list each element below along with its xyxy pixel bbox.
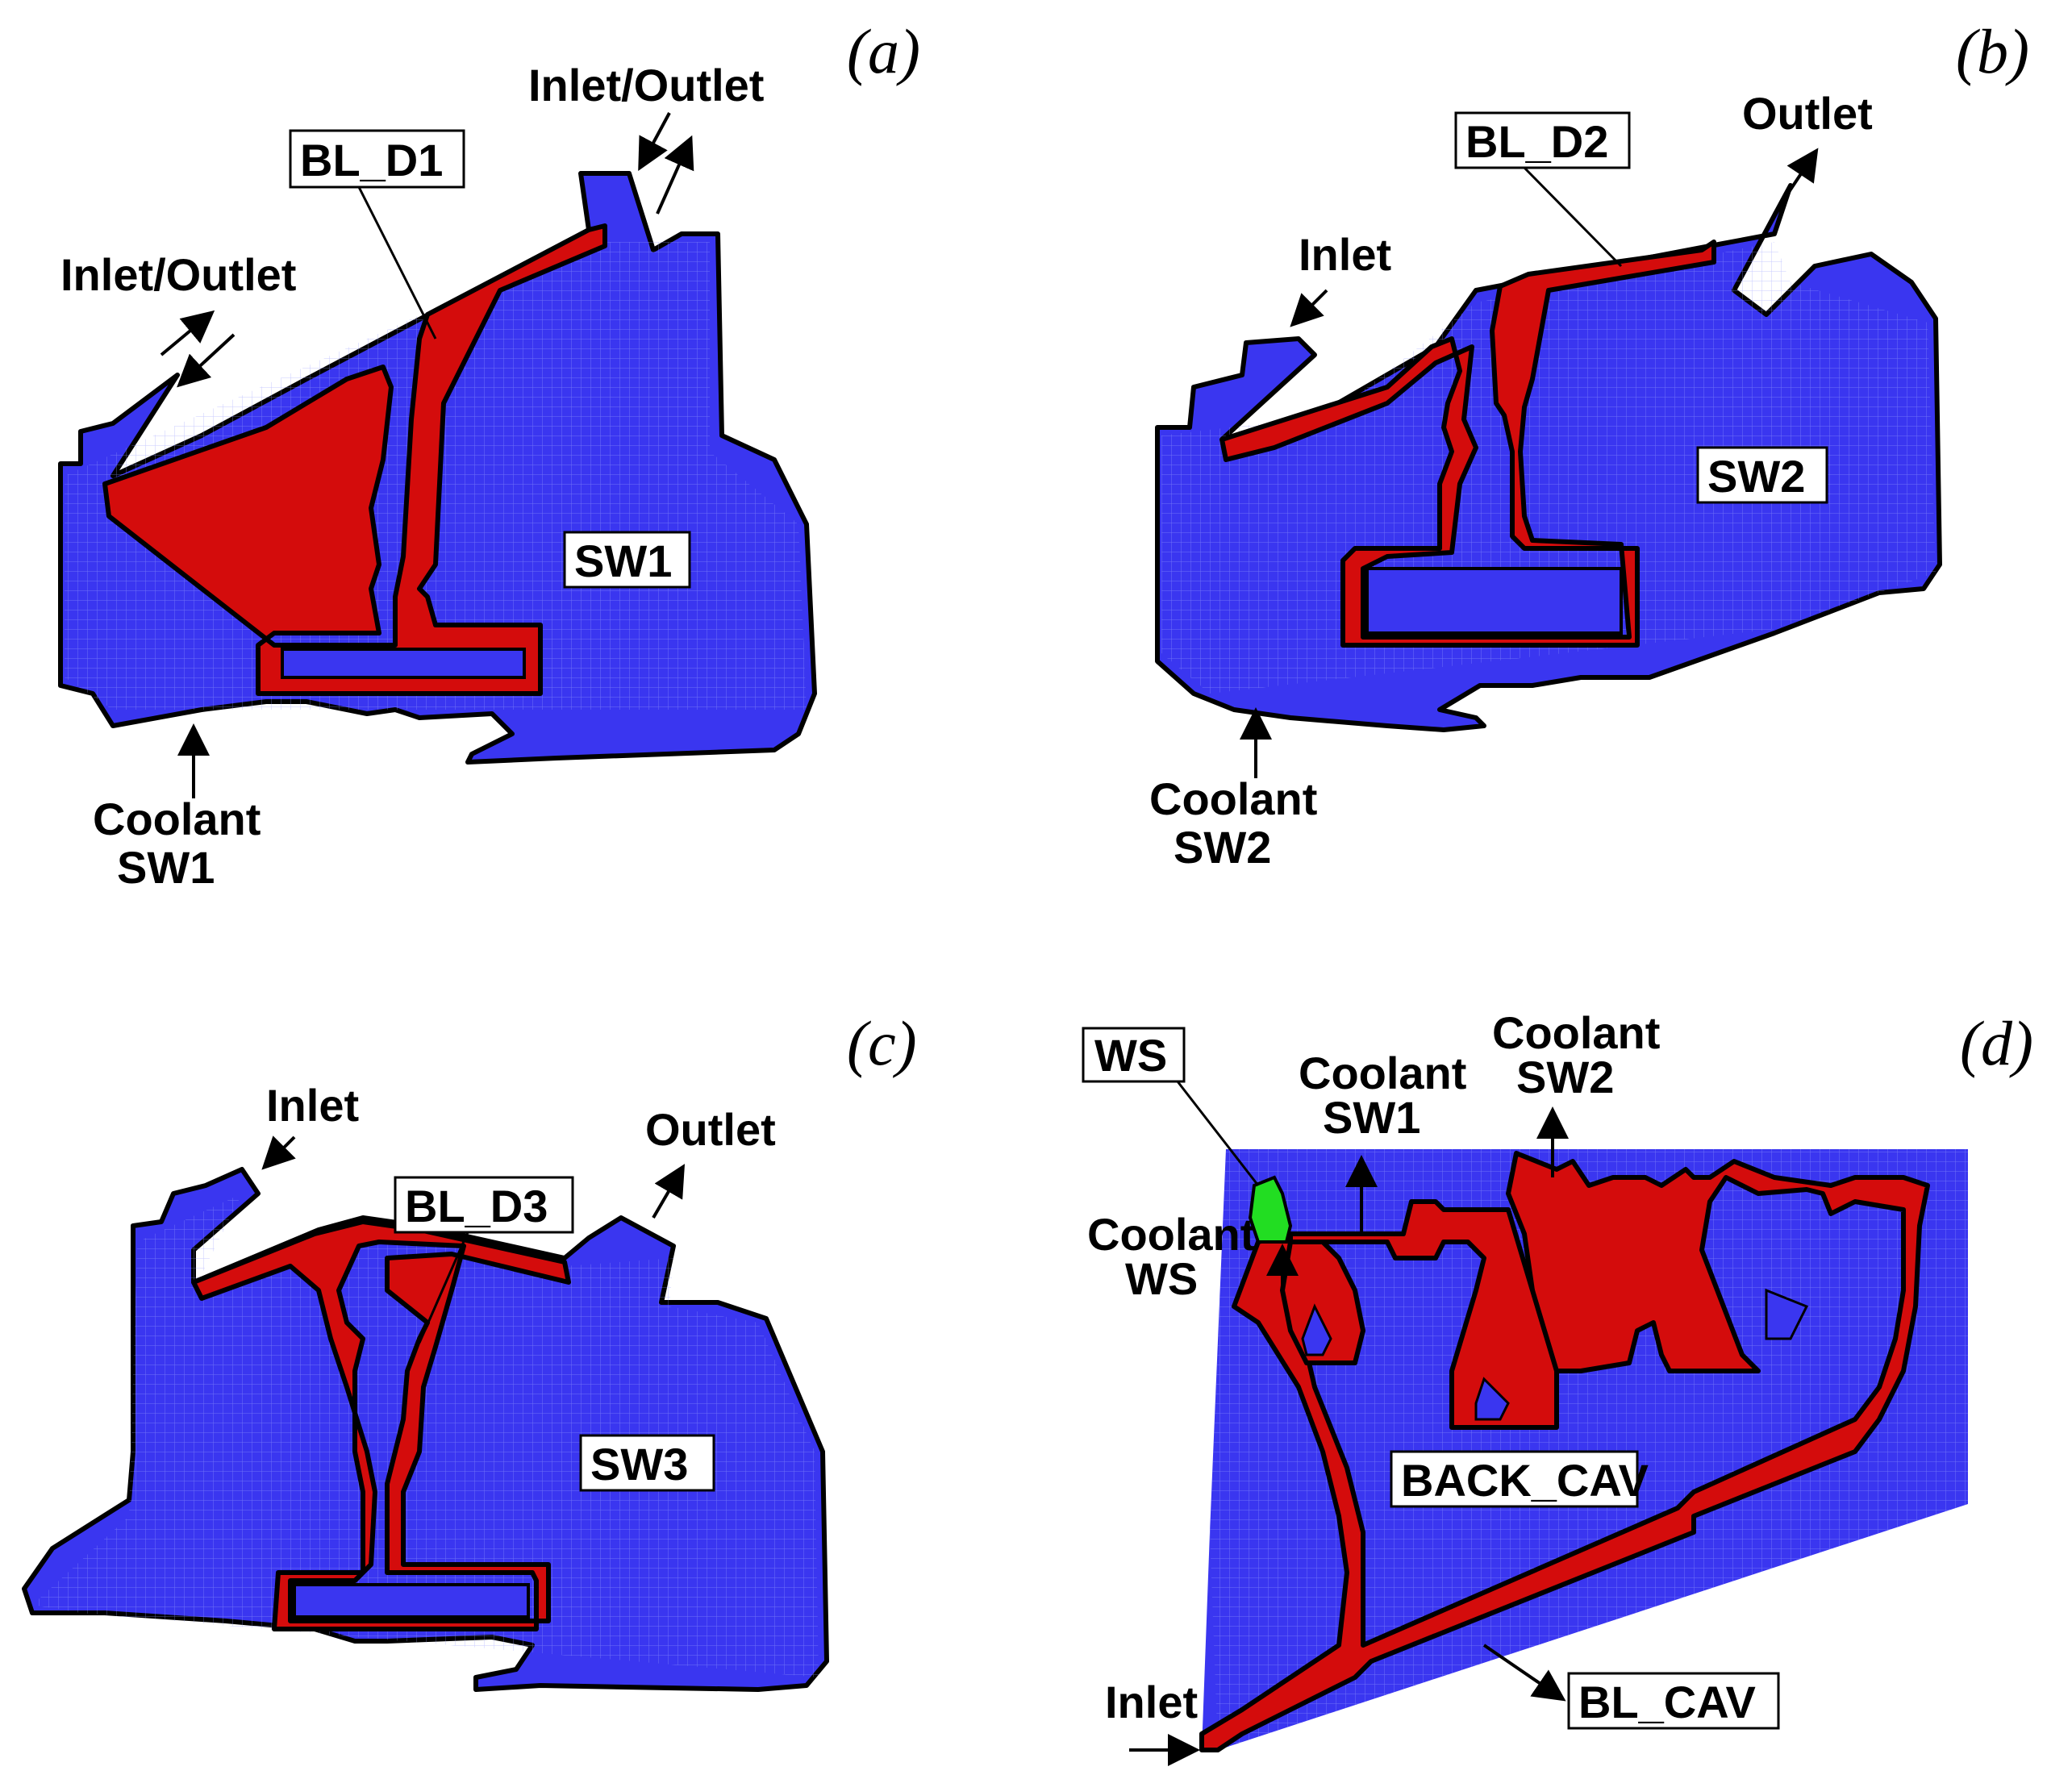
panel-a-tag: (a) [847,16,920,86]
panel-b-tag: (b) [1956,16,2029,86]
panel-c-seal-bl-d3 [191,1219,571,1631]
panel-c-seal-label: BL_D3 [405,1181,548,1231]
panel-d-coolant-ws-line2: WS [1125,1253,1198,1304]
panel-c-seal-label-box [394,1176,574,1234]
panel-d-bl-cav-label-box [1567,1672,1780,1730]
panel-b-seal-label-box [1454,111,1631,169]
panel-d-coolant-sw1-line2: SW1 [1323,1092,1420,1143]
panel-c-cavity-label-box [579,1434,715,1492]
panel-d-back-cav-label-box [1390,1450,1639,1508]
panel-a-cavity-label-box [563,531,691,589]
panel-a-inlet-outlet-left: Inlet/Outlet [60,249,296,300]
panel-d: (d) WS Coolant SW1 Coolant SW2 Coolant W… [1082,1007,2033,1766]
panel-b-cavity-label-box [1696,446,1828,504]
panel-d-ws-region [1248,1175,1293,1244]
panel-c-tag: (c) [847,1008,917,1078]
panel-a-inlet-outlet-top: Inlet/Outlet [528,60,764,110]
panel-d-coolant-ws-line1: Coolant [1087,1209,1255,1260]
panel-b-seal-label: BL_D2 [1465,116,1608,167]
panel-a-coolant-line1: Coolant [93,794,261,844]
panel-b-seal-bl-d2 [1219,240,1716,648]
panel-c: (c) Inlet Outlet BL_D3 SW3 [22,1008,917,1692]
panel-a: (a) Inlet/Outlet Inlet/Outlet BL_D1 SW1 … [58,16,920,893]
panel-d-back-cav-label: BACK_CAV [1401,1455,1649,1506]
panel-b: (b) Outlet Inlet BL_D2 SW2 Coolant SW2 [1149,16,2029,873]
panel-b-cavity-label: SW2 [1707,451,1805,502]
panel-a-seal-label: BL_D1 [300,135,443,185]
panel-d-bl-cav-label: BL_CAV [1578,1677,1756,1727]
panel-b-coolant-line2: SW2 [1174,822,1271,873]
panel-b-inlet: Inlet [1299,229,1391,280]
panel-a-cavity-label: SW1 [574,535,672,586]
panel-d-ws-label-box [1082,1027,1186,1083]
panel-a-coolant-line2: SW1 [117,842,215,893]
panel-d-coolant-sw2-line2: SW2 [1516,1052,1614,1102]
panel-c-cavity-label: SW3 [590,1439,688,1490]
panel-d-coolant-sw2-line1: Coolant [1492,1007,1660,1058]
panel-b-coolant-line1: Coolant [1149,773,1317,824]
panel-b-outlet: Outlet [1742,88,1873,139]
panel-d-inlet: Inlet [1105,1677,1198,1727]
panel-a-seal-label-box [289,129,465,189]
panel-d-coolant-sw1-line1: Coolant [1299,1048,1466,1098]
panel-a-seal-bl-d1 [102,223,607,696]
panel-d-ws-label: WS [1094,1030,1167,1081]
panel-d-tag: (d) [1960,1008,2033,1078]
panel-c-outlet: Outlet [645,1104,776,1155]
panel-c-inlet: Inlet [266,1080,359,1131]
